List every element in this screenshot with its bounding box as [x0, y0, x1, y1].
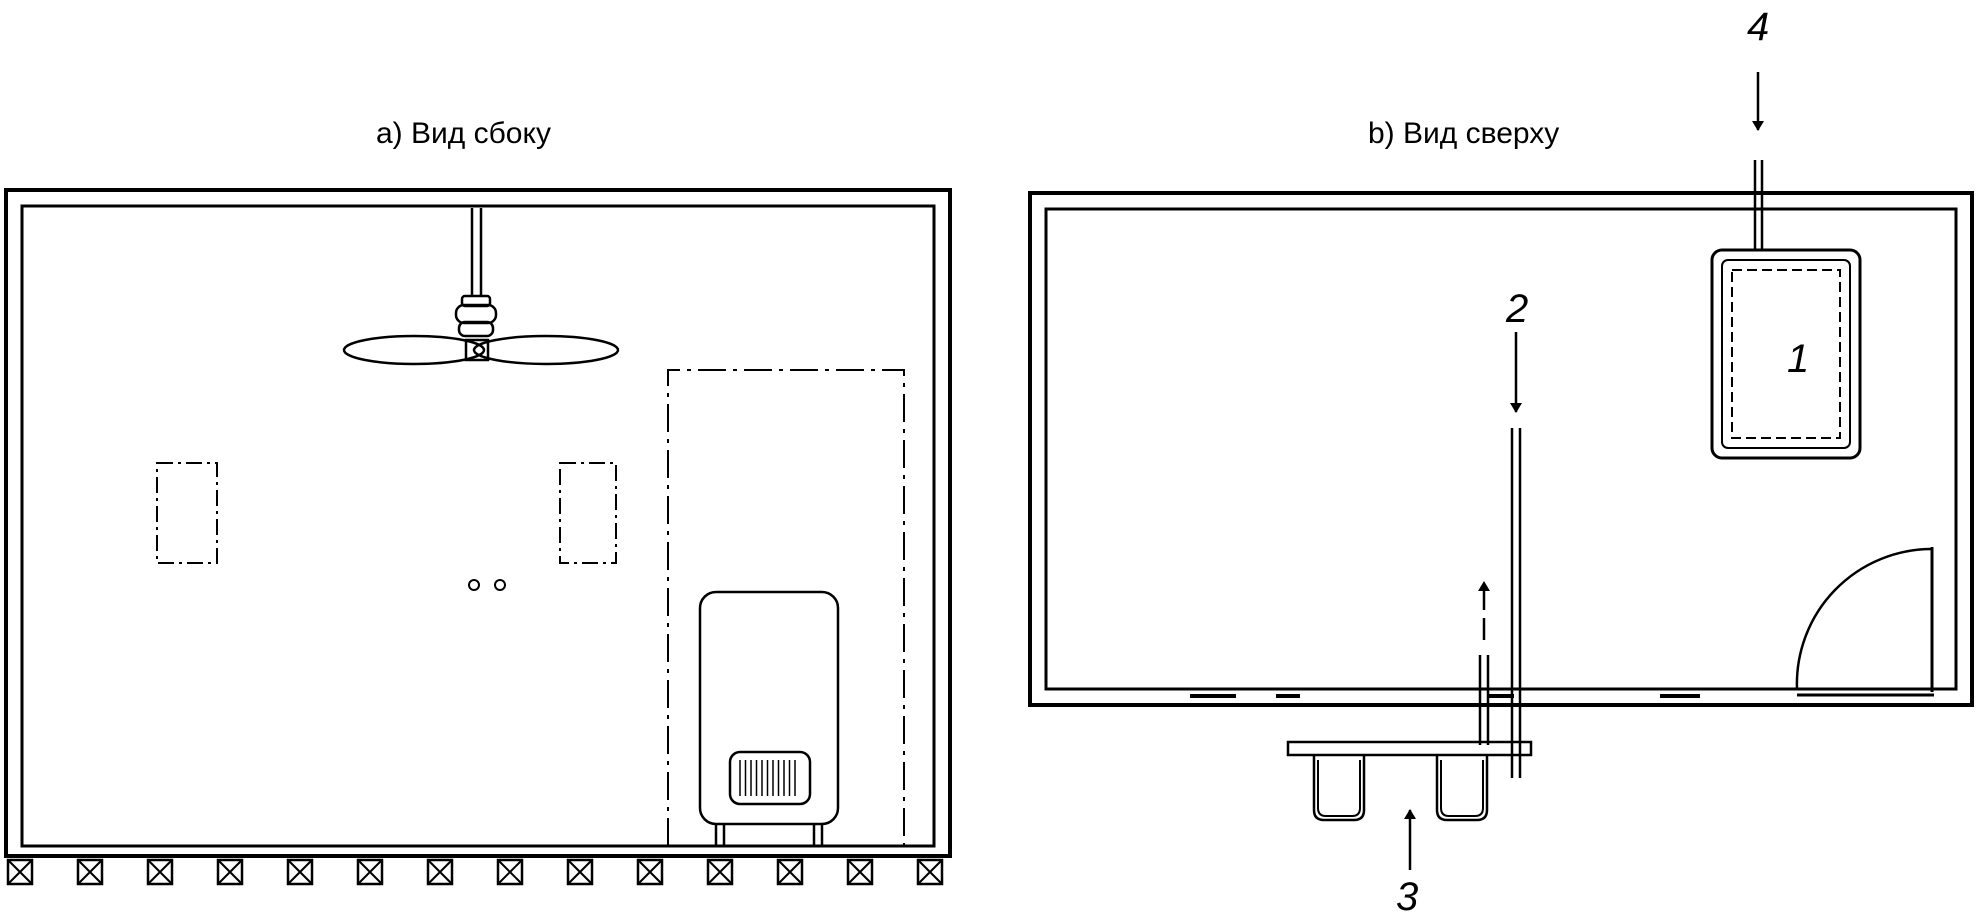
- floor-joist: [286, 858, 314, 886]
- doorway-outline: [667, 369, 905, 846]
- left-wall-opening: [156, 462, 218, 564]
- floor-joists: [6, 858, 944, 886]
- side-room-walls: [4, 188, 952, 858]
- floor-joist: [426, 858, 454, 886]
- floor-joist: [636, 858, 664, 886]
- floor-joist: [146, 858, 174, 886]
- floor-joist: [846, 858, 874, 886]
- callout-3: 3: [1396, 875, 1418, 916]
- door-swing: [1795, 547, 1934, 697]
- floor-joist: [706, 858, 734, 886]
- wall-outlet: [468, 579, 506, 591]
- floor-joist: [216, 858, 244, 886]
- floor-joist: [356, 858, 384, 886]
- top-view: 1 2 3 4: [1028, 5, 1974, 916]
- right-wall-opening: [559, 462, 617, 564]
- top-view-caption: b) Вид сверху: [1368, 117, 1560, 150]
- callout-2: 2: [1505, 287, 1528, 331]
- outdoor-unit-3: [1286, 581, 1533, 870]
- floor-joist: [76, 858, 104, 886]
- ceiling-fan: [342, 208, 620, 366]
- top-room-walls: [1028, 191, 1974, 707]
- callout-4: 4: [1747, 5, 1769, 49]
- unit-1: [1710, 248, 1862, 460]
- pipe-4: [1752, 72, 1764, 250]
- floor-joist: [6, 858, 34, 886]
- side-view-caption: a) Вид сбоку: [376, 117, 551, 150]
- floor-joist: [496, 858, 524, 886]
- pipe-2: [1510, 332, 1522, 778]
- floor-joist: [566, 858, 594, 886]
- side-view: [4, 188, 952, 886]
- floor-joist: [776, 858, 804, 886]
- callout-1: 1: [1787, 337, 1809, 381]
- floor-joist: [916, 858, 944, 886]
- heater-unit: [698, 590, 840, 846]
